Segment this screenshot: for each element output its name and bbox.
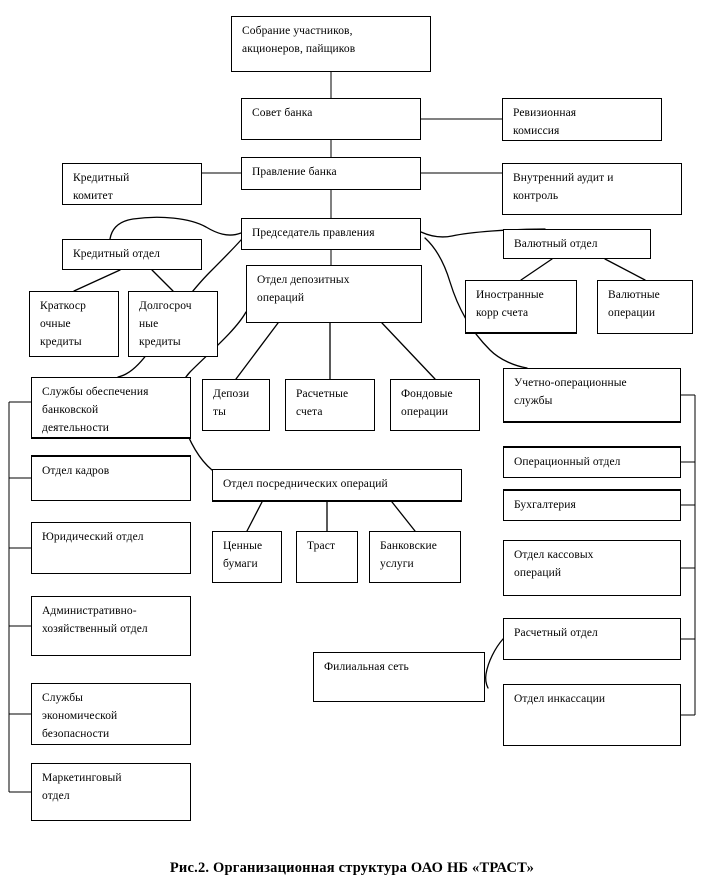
wire-deposit-dept-to-fund-ops <box>381 322 436 380</box>
node-currency-ops[interactable]: Валютные операции <box>597 280 693 334</box>
wire-currency-dept-to-foreign-corr <box>520 258 553 281</box>
node-trust[interactable]: Траст <box>296 531 358 583</box>
wire-credit-dept-to-short-credits <box>73 269 121 292</box>
node-meeting[interactable]: Собрание участников, акционеров, пайщико… <box>231 16 431 72</box>
node-hr-dept[interactable]: Отдел кадров <box>31 455 191 501</box>
node-settlement-dept[interactable]: Расчетный отдел <box>503 618 681 660</box>
node-collection-dept[interactable]: Отдел инкассации <box>503 684 681 746</box>
node-settlement-accounts[interactable]: Расчетные счета <box>285 379 375 431</box>
node-intermediary-dept[interactable]: Отдел посреднических операций <box>212 469 462 502</box>
node-deposit-dept[interactable]: Отдел депозитных операций <box>246 265 422 323</box>
node-accounting-services[interactable]: Учетно-операционные службы <box>503 368 681 423</box>
wire-deposit-dept-to-deposits <box>235 322 279 380</box>
node-deposits[interactable]: Депози ты <box>202 379 270 431</box>
node-economic-security[interactable]: Службы экономической безопасности <box>31 683 191 745</box>
node-branch-network[interactable]: Филиальная сеть <box>313 652 485 702</box>
figure-caption: Рис.2. Организационная структура ОАО НБ … <box>169 860 535 876</box>
wire-intermediary-to-bank-services <box>391 501 416 532</box>
node-bank-board[interactable]: Правление банка <box>241 157 421 190</box>
node-bank-council[interactable]: Совет банка <box>241 98 421 140</box>
node-fund-ops[interactable]: Фондовые операции <box>390 379 480 431</box>
node-bank-services[interactable]: Банковские услуги <box>369 531 461 583</box>
node-foreign-corr[interactable]: Иностранные корр счета <box>465 280 577 334</box>
wire-settlement-dept-to-branch-network <box>484 638 504 689</box>
node-securities[interactable]: Ценные бумаги <box>212 531 282 583</box>
wire-currency-dept-to-currency-ops <box>604 258 646 281</box>
node-support-services[interactable]: Службы обеспечения банковской деятельнос… <box>31 377 191 439</box>
node-chairman[interactable]: Председатель правления <box>241 218 421 250</box>
node-bookkeeping[interactable]: Бухгалтерия <box>503 489 681 521</box>
wire-intermediary-to-securities <box>246 501 263 532</box>
node-credit-committee[interactable]: Кредитный комитет <box>62 163 202 205</box>
node-credit-dept[interactable]: Кредитный отдел <box>62 239 202 270</box>
node-audit-commission[interactable]: Ревизионная комиссия <box>502 98 662 141</box>
node-currency-dept[interactable]: Валютный отдел <box>503 229 651 259</box>
node-cash-ops-dept[interactable]: Отдел кассовых операций <box>503 540 681 596</box>
node-marketing-dept[interactable]: Маркетинговый отдел <box>31 763 191 821</box>
wire-credit-dept-to-long-credits <box>151 269 174 292</box>
node-long-credits[interactable]: Долгосроч ные кредиты <box>128 291 218 357</box>
node-operations-dept[interactable]: Операционный отдел <box>503 446 681 478</box>
wire-chairman-to-credit-dept <box>109 216 242 240</box>
node-legal-dept[interactable]: Юридический отдел <box>31 522 191 574</box>
node-short-credits[interactable]: Краткоср очные кредиты <box>29 291 119 357</box>
node-internal-audit[interactable]: Внутренний аудит и контроль <box>502 163 682 215</box>
node-admin-economic[interactable]: Административно- хозяйственный отдел <box>31 596 191 656</box>
